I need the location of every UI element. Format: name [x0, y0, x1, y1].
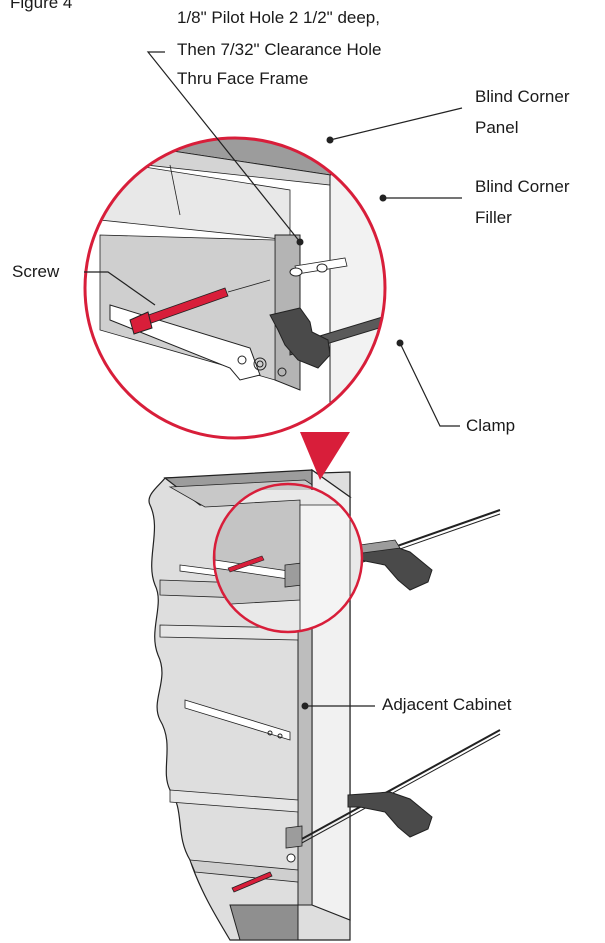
callout-wedge — [300, 432, 350, 480]
blind-corner-filler-label-1: Blind Corner — [475, 177, 570, 196]
lower-clamp — [285, 729, 501, 849]
leader-lines — [84, 51, 463, 710]
figure-label: Figure 4 — [10, 0, 73, 12]
pilot-hole-callout-line-2: Then 7/32" Clearance Hole — [177, 40, 382, 59]
blind-corner-panel-label-2: Panel — [475, 118, 519, 137]
screw-label: Screw — [12, 262, 60, 281]
pilot-hole-callout-line-1: 1/8" Pilot Hole 2 1/2" deep, — [177, 8, 380, 27]
blind-corner-filler-label-2: Filler — [475, 208, 512, 227]
adjacent-cabinet-label: Adjacent Cabinet — [382, 695, 512, 714]
zoom-circle — [83, 136, 387, 440]
clamp-label: Clamp — [466, 416, 516, 435]
lower-screw — [231, 871, 273, 893]
blind-corner-panel-label-1: Blind Corner — [475, 87, 570, 106]
small-detail-circle — [212, 482, 364, 634]
pilot-hole-callout-line-3: Thru Face Frame — [177, 69, 309, 88]
zoom-detail — [85, 138, 385, 438]
